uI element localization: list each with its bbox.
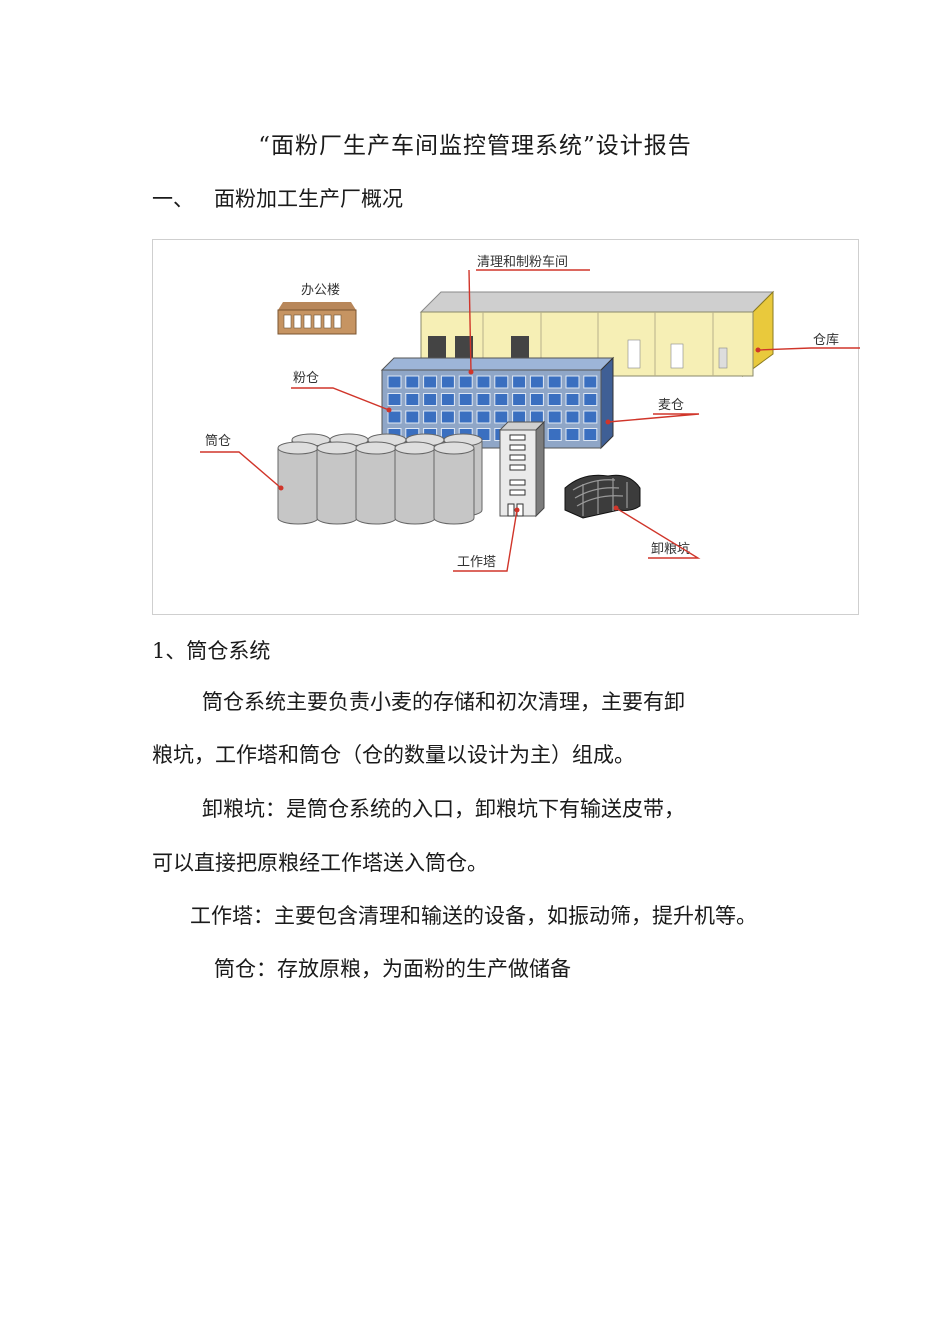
bin-window	[512, 375, 527, 389]
paragraph-line-1: 筒仓系统主要负责小麦的存储和初次清理，主要有卸	[202, 690, 685, 714]
bin-window	[529, 410, 544, 424]
bin-window	[476, 375, 491, 389]
bin-window	[423, 393, 438, 406]
storage-bins	[380, 356, 615, 450]
section-title: 面粉加工生产厂概况	[214, 187, 403, 211]
bin-window	[512, 410, 527, 424]
label-work-tower: 工作塔	[457, 555, 496, 570]
label-office: 办公楼	[301, 283, 340, 298]
unloading-pit	[564, 474, 641, 519]
bin-window	[583, 410, 598, 424]
bin-window	[405, 393, 420, 406]
bin-window	[440, 393, 455, 406]
label-wheat-bin: 麦仓	[658, 398, 684, 413]
bin-window	[565, 428, 580, 441]
paragraph-line-2: 粮坑，工作塔和筒仓（仓的数量以设计为主）组成。	[152, 743, 635, 767]
silo	[355, 441, 397, 525]
paragraph-line-4: 可以直接把原粮经工作塔送入筒仓。	[152, 851, 488, 875]
paragraph-line-6: 筒仓：存放原粮，为面粉的生产做储备	[214, 957, 571, 981]
callout-lines	[200, 269, 860, 572]
bin-window	[405, 410, 420, 424]
paragraph-line-5: 工作塔：主要包含清理和输送的设备，如振动筛，提升机等。	[190, 904, 757, 928]
bin-window	[494, 393, 509, 406]
bin-window	[547, 410, 562, 424]
bin-window	[547, 375, 562, 389]
bin-window	[458, 410, 473, 424]
bin-window	[387, 410, 402, 424]
bin-window	[494, 375, 509, 389]
silo	[277, 441, 319, 525]
label-silo: 筒仓	[205, 433, 231, 449]
bin-window	[423, 410, 438, 424]
bin-window	[565, 393, 580, 406]
bin-window	[476, 393, 491, 406]
bin-window	[440, 410, 455, 424]
bin-window	[512, 393, 527, 406]
bin-window	[529, 393, 544, 406]
section-number: 一、	[152, 187, 194, 211]
bin-window	[583, 428, 598, 441]
label-workshop: 清理和制粉车间	[477, 254, 568, 270]
bin-window	[565, 410, 580, 424]
bin-window	[565, 375, 580, 389]
paragraph-line-3: 卸粮坑：是筒仓系统的入口，卸粮坑下有输送皮带，	[202, 797, 685, 821]
subsection-heading: 1、筒仓系统	[152, 639, 271, 663]
bin-window	[458, 393, 473, 406]
silo	[433, 441, 475, 525]
callout-dots	[278, 347, 761, 513]
bin-window	[423, 375, 438, 389]
silo	[394, 441, 436, 525]
label-warehouse: 仓库	[813, 332, 839, 348]
bin-window	[583, 375, 598, 389]
section-heading: 一、面粉加工生产厂概况	[152, 183, 403, 213]
bin-window	[547, 428, 562, 441]
bin-window	[440, 375, 455, 389]
bin-window	[405, 375, 420, 389]
bin-window	[387, 393, 402, 406]
office-building	[277, 302, 357, 335]
bin-window	[529, 375, 544, 389]
factory-overview-figure: 办公楼 清理和制粉车间 粉仓	[152, 239, 860, 615]
bin-window	[494, 410, 509, 424]
bin-window	[476, 410, 491, 424]
document-title: “面粉厂生产车间监控管理系统”设计报告	[258, 133, 692, 159]
bin-window	[547, 393, 562, 406]
bin-window	[458, 375, 473, 389]
label-flour-bin: 粉仓	[293, 371, 319, 386]
bin-window	[583, 393, 598, 406]
silo	[316, 441, 358, 525]
silo-group	[277, 433, 483, 525]
bin-window	[387, 375, 402, 389]
work-tower	[498, 420, 546, 518]
label-unload-pit: 卸粮坑	[651, 541, 690, 557]
